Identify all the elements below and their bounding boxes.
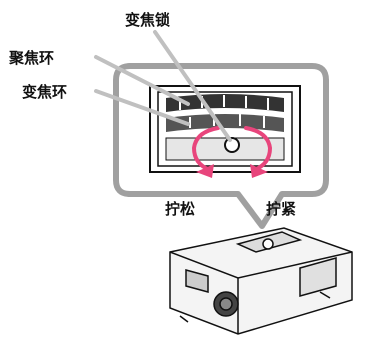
zoom-lock-label: 变焦锁 [125,11,171,29]
zoom-lock-knob [224,137,240,153]
tighten-label: 拧紧 [266,200,297,218]
zoom-lock-leader [153,30,232,142]
curved-double-arrow-icon [191,126,273,172]
focus-ring-leader [94,55,190,106]
lens-closeup [149,85,301,173]
zoom-ring-label: 变焦环 [22,83,68,101]
projector-icon [169,227,353,335]
zoom-ring-leader [94,89,190,126]
focus-ring-label: 聚焦环 [9,49,55,67]
loosen-label: 拧松 [165,200,196,218]
